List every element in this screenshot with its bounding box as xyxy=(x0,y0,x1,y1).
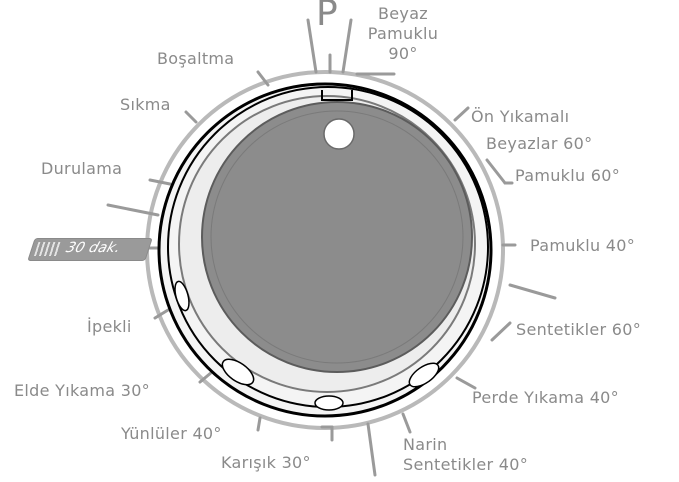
program-on-yikamali-beyazlar-60[interactable]: Ön Yıkamalı Beyazlar 60° xyxy=(471,107,592,154)
program-pamuklu-40[interactable]: Pamuklu 40° xyxy=(530,236,635,256)
program-perde-yikama-40[interactable]: Perde Yıkama 40° xyxy=(472,388,619,408)
tick-bottom xyxy=(368,424,375,475)
tick-p-left xyxy=(308,20,316,72)
position-p-label[interactable]: P xyxy=(316,0,338,34)
striped-badge-icon xyxy=(34,242,63,256)
tick-sentetikler60 xyxy=(492,323,510,340)
tick-narin xyxy=(403,414,410,432)
program-beyaz-pamuklu-90[interactable]: Beyaz Pamuklu 90° xyxy=(366,4,440,64)
program-label-line: Narin xyxy=(403,435,528,455)
program-label-line: Ön Yıkamalı xyxy=(471,107,592,127)
tick-p-right xyxy=(343,20,351,72)
program-label-line: Beyazlar 60° xyxy=(486,134,592,154)
tick-blank-right xyxy=(510,285,555,298)
program-elde-yikama-30[interactable]: Elde Yıkama 30° xyxy=(14,381,150,401)
program-karisik-30[interactable]: Karışık 30° xyxy=(221,453,311,473)
program-label-line: Pamuklu xyxy=(366,24,440,44)
program-label-line: 90° xyxy=(366,44,440,64)
program-narin-sentetikler-40[interactable]: Narin Sentetikler 40° xyxy=(403,435,528,475)
rim-lug-bottom xyxy=(315,396,343,410)
program-pamuklu-60[interactable]: Pamuklu 60° xyxy=(515,166,620,186)
white-dot-indicator-icon xyxy=(324,119,354,149)
program-bosaltma[interactable]: Boşaltma xyxy=(157,49,234,69)
program-ipekli[interactable]: İpekli xyxy=(87,317,132,337)
tick-sikma xyxy=(186,112,196,122)
tick-onyikama xyxy=(455,108,468,120)
program-quick-30[interactable]: 30 dak. xyxy=(27,238,152,261)
tick-yunlu xyxy=(258,418,260,430)
tick-durulama xyxy=(150,180,170,184)
tick-perde xyxy=(457,378,475,388)
program-label-line: Sentetikler 40° xyxy=(403,455,528,475)
quick-30-label: 30 dak. xyxy=(64,240,123,256)
program-durulama[interactable]: Durulama xyxy=(41,159,122,179)
program-yunluler-40[interactable]: Yünlüler 40° xyxy=(121,424,222,444)
program-label-line: Beyaz xyxy=(366,4,440,24)
program-sentetikler-60[interactable]: Sentetikler 60° xyxy=(516,320,641,340)
program-sikma[interactable]: Sıkma xyxy=(120,95,171,115)
